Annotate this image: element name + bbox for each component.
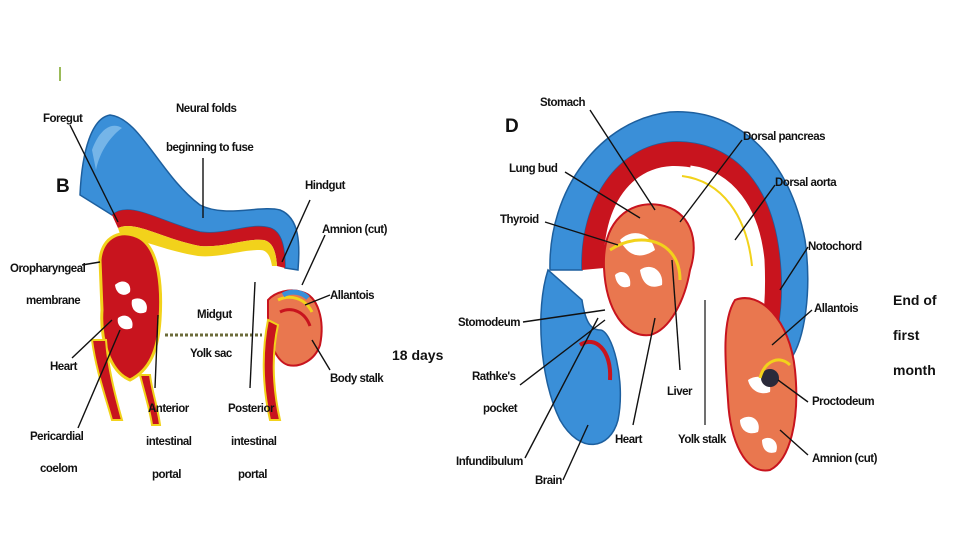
label-end-of: End of [893, 292, 937, 308]
panel-d-leader-lines [519, 109, 813, 481]
label-month: month [893, 362, 936, 378]
label-posterior-intestinal: intestinal [231, 436, 277, 448]
label-pericardial: Pericardial [30, 431, 84, 443]
b-heart [98, 232, 163, 382]
b-mesoderm [112, 209, 285, 268]
label-anterior: Anterior [148, 403, 190, 415]
label-infundibulum: Infundibulum [456, 456, 523, 468]
label-thyroid: Thyroid [500, 214, 539, 226]
label-body-stalk: Body stalk [330, 373, 384, 385]
label-liver: Liver [667, 386, 693, 398]
panel-d-letter: D [505, 116, 519, 137]
label-membrane: membrane [26, 295, 80, 307]
label-d-heart: Heart [615, 434, 643, 446]
label-lung-bud: Lung bud [509, 163, 558, 175]
label-rathkes: Rathke's [472, 371, 516, 383]
label-stomach: Stomach [540, 97, 586, 109]
label-neural-folds-2: beginning to fuse [166, 142, 253, 154]
label-brain: Brain [535, 475, 562, 487]
label-posterior-portal: portal [238, 469, 267, 481]
panel-b-leader-lines [69, 124, 331, 429]
label-b-heart: Heart [50, 361, 78, 373]
slide-accent-bar [59, 67, 61, 81]
label-b-allantois: Allantois [330, 290, 374, 302]
label-d-allantois: Allantois [814, 303, 858, 315]
label-stomodeum: Stomodeum [458, 317, 520, 329]
label-dorsal-aorta: Dorsal aorta [775, 177, 837, 189]
label-notochord: Notochord [808, 241, 862, 253]
label-anterior-portal: portal [152, 469, 181, 481]
label-18-days: 18 days [392, 347, 444, 363]
d-brain [540, 268, 622, 446]
label-foregut: Foregut [43, 113, 83, 125]
label-d-amnion-cut: Amnion (cut) [812, 453, 878, 465]
label-hindgut: Hindgut [305, 180, 346, 192]
label-midgut: Midgut [197, 309, 232, 321]
label-coelom: coelom [40, 463, 78, 475]
panel-b-letter: B [56, 176, 70, 197]
panel-b-illustration [79, 114, 323, 426]
label-proctodeum: Proctodeum [812, 396, 874, 408]
label-anterior-intestinal: intestinal [146, 436, 192, 448]
label-oropharyngeal: Oropharyngeal [10, 263, 86, 275]
label-dorsal-pancreas: Dorsal pancreas [743, 131, 825, 143]
label-posterior: Posterior [228, 403, 275, 415]
label-b-amnion-cut: Amnion (cut) [322, 224, 388, 236]
label-yolk-sac: Yolk sac [190, 348, 233, 360]
label-yolk-stalk: Yolk stalk [678, 434, 727, 446]
label-neural-folds: Neural folds [176, 103, 237, 115]
label-pocket: pocket [483, 403, 518, 415]
label-first: first [893, 327, 920, 343]
